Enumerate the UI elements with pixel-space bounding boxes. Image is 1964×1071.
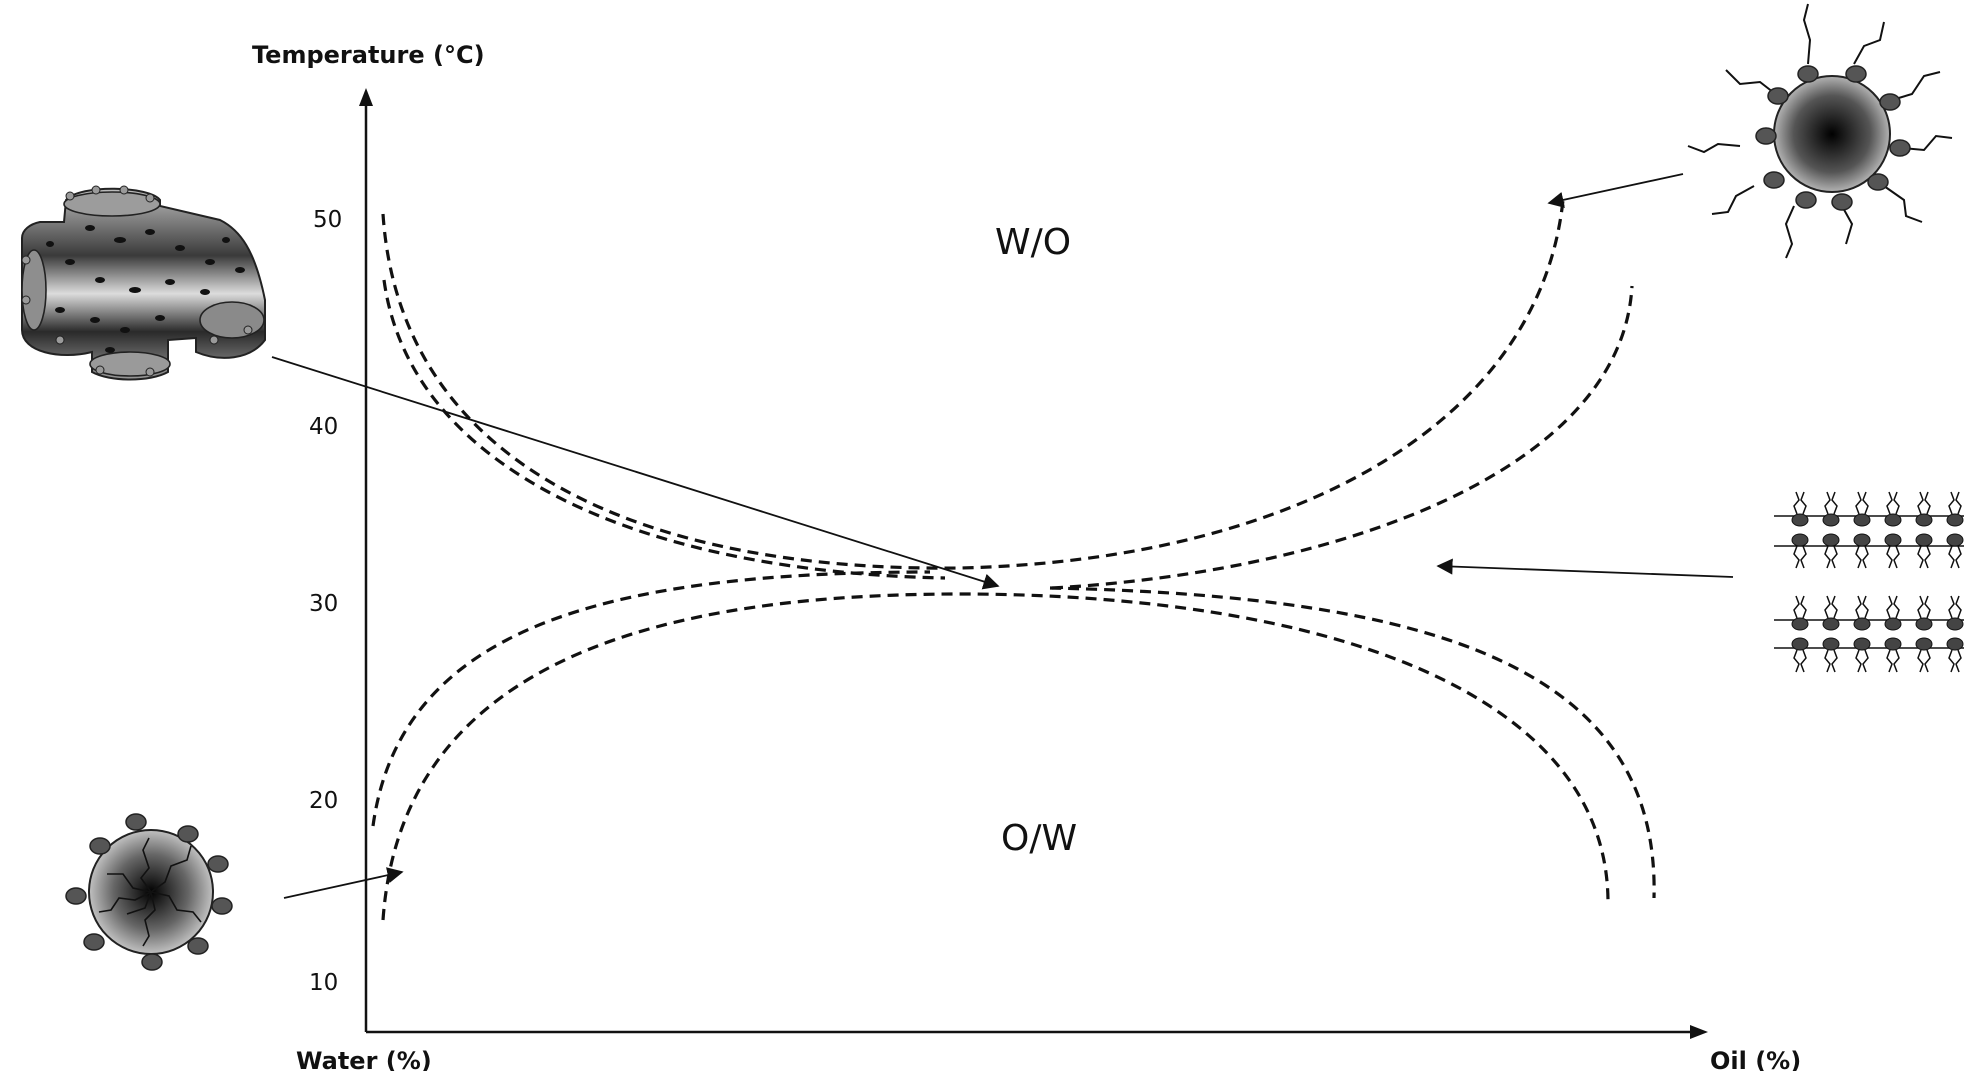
- arrow-reverse-micelle: [1547, 173, 1684, 208]
- y-tick-labels: 50 40 30 20 10: [309, 207, 342, 996]
- phase-boundaries: [371, 199, 1656, 921]
- arrow-micelle: [283, 867, 404, 899]
- x-axis-arrow: [1690, 1025, 1708, 1039]
- arrow-bicontinuous: [271, 356, 1000, 590]
- x-axis-left-label: Water (%): [296, 1047, 432, 1071]
- normal-micelle-icon: [65, 813, 233, 971]
- upper-left-inner: [382, 279, 946, 580]
- upper-boundary-outer: [381, 199, 1565, 570]
- y-tick-40: 40: [309, 414, 338, 440]
- axes: [359, 88, 1708, 1039]
- upper-region-label: W/O: [995, 222, 1071, 263]
- lower-boundary-inner: [381, 592, 1610, 921]
- y-axis-label: Temperature (°C): [252, 41, 485, 69]
- lower-region-label: O/W: [1001, 818, 1077, 859]
- y-axis-arrow: [359, 88, 373, 106]
- bicontinuous-structure-icon: [21, 185, 266, 381]
- reverse-micelle-icon: [1687, 3, 1953, 259]
- upper-right-inner: [1051, 285, 1634, 590]
- lamellar-bilayer-icon: [1774, 491, 1964, 673]
- arrow-lamellar: [1436, 558, 1734, 578]
- y-tick-20: 20: [309, 788, 338, 814]
- y-tick-10: 10: [309, 970, 338, 996]
- y-tick-30: 30: [309, 591, 338, 617]
- x-axis-right-label: Oil (%): [1710, 1047, 1801, 1071]
- lower-boundary-outer: [371, 570, 931, 827]
- pointer-arrows: [271, 173, 1734, 899]
- lower-right-outer: [1049, 586, 1656, 899]
- y-tick-50: 50: [313, 207, 342, 233]
